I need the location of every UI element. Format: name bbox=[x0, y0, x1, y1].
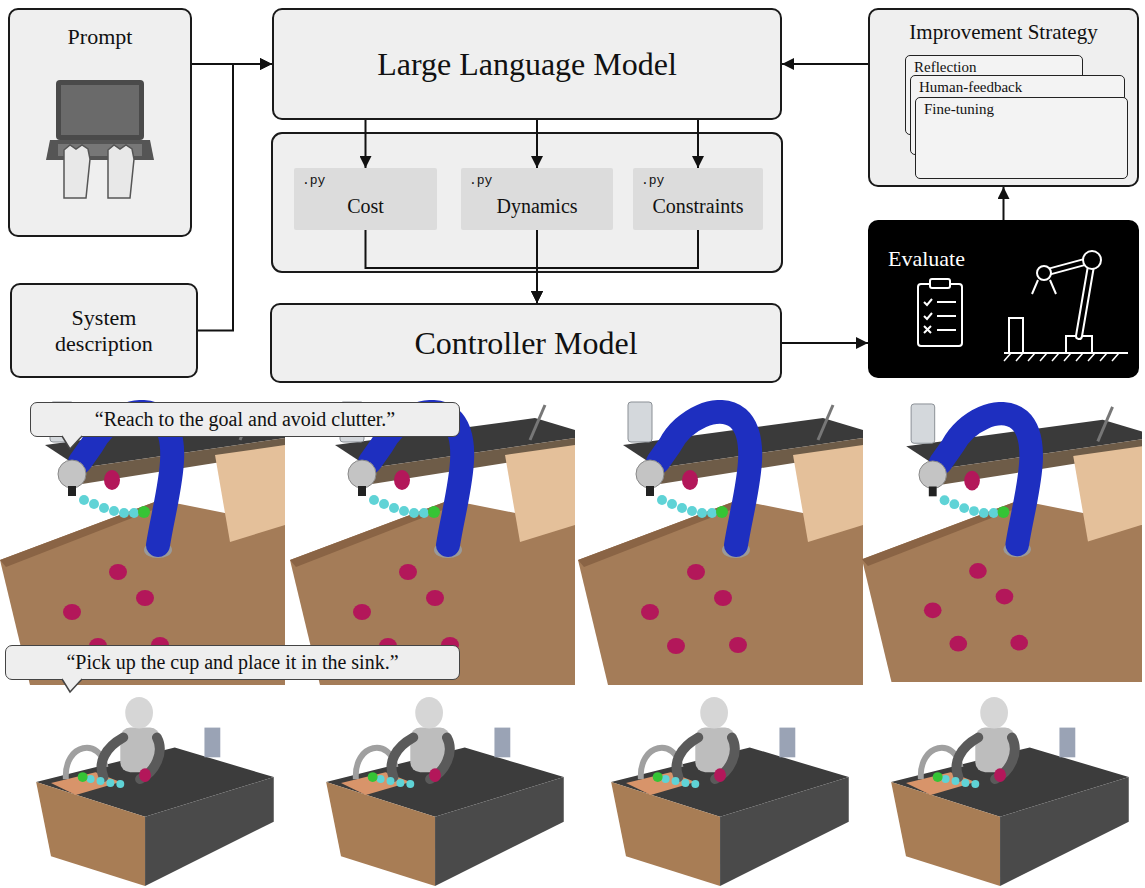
arm-render bbox=[862, 404, 1142, 682]
node-label: Cost bbox=[347, 195, 384, 218]
bubble-tail-gap bbox=[64, 434, 81, 437]
arm-render bbox=[578, 402, 863, 685]
list-line bbox=[937, 329, 956, 331]
pedestal bbox=[1009, 318, 1023, 353]
code-file-box: .pyDynamics bbox=[461, 168, 613, 230]
arm-render bbox=[290, 402, 575, 685]
hand bbox=[64, 145, 90, 198]
bubble-tail-gap bbox=[64, 677, 81, 680]
check-mark bbox=[924, 299, 932, 305]
input-box: System description bbox=[10, 283, 198, 378]
flow-arrow bbox=[782, 342, 868, 344]
flow-arrow bbox=[198, 64, 272, 331]
flow-arrow bbox=[782, 63, 868, 65]
strategy-panel: Improvement StrategyReflectionHuman-feed… bbox=[868, 8, 1139, 187]
humanoid-render bbox=[326, 697, 564, 886]
code-file-box: .pyConstraints bbox=[633, 168, 763, 230]
clipboard bbox=[918, 284, 962, 346]
node-label: Dynamics bbox=[496, 195, 577, 218]
arm-joint bbox=[1037, 266, 1051, 280]
flow-arrow bbox=[365, 120, 367, 168]
file-extension: .py bbox=[641, 174, 664, 189]
ground-hatch bbox=[1004, 353, 1119, 361]
humanoid-render bbox=[891, 697, 1129, 886]
file-extension: .py bbox=[469, 174, 492, 189]
file-extension: .py bbox=[302, 174, 325, 189]
flow-arrow bbox=[697, 120, 699, 168]
node-label: Constraints bbox=[652, 195, 743, 218]
code-file-box: .pyCost bbox=[294, 168, 437, 230]
node-label: System description bbox=[39, 305, 169, 356]
controller-box: Controller Model bbox=[270, 303, 782, 383]
bubble-tail-shape bbox=[62, 679, 82, 692]
arm-render bbox=[0, 402, 285, 685]
strategy-card: Fine-tuning bbox=[915, 97, 1128, 179]
flow-arrow bbox=[366, 230, 538, 303]
input-box: Prompt bbox=[8, 8, 192, 237]
node-label: Fine-tuning bbox=[924, 101, 994, 118]
flow-arrow bbox=[537, 230, 698, 303]
node-label: Controller Model bbox=[414, 325, 637, 362]
laptop-lid bbox=[56, 80, 144, 140]
node-label: “Pick up the cup and place it in the sin… bbox=[66, 651, 398, 674]
speech-bubble: “Pick up the cup and place it in the sin… bbox=[5, 645, 460, 680]
flow-arrow bbox=[536, 120, 538, 168]
code-container bbox=[272, 133, 782, 272]
node-label: Reflection bbox=[914, 59, 976, 76]
speech-bubble: “Reach to the goal and avoid clutter.” bbox=[30, 402, 460, 437]
node-label: Human-feedback bbox=[919, 79, 1022, 96]
arm-gripper bbox=[1032, 280, 1056, 294]
bubble-tail-shape bbox=[62, 436, 82, 449]
cross-mark bbox=[924, 326, 931, 333]
check-mark bbox=[924, 313, 932, 319]
laptop-base bbox=[46, 140, 154, 160]
hand bbox=[108, 145, 134, 198]
laptop-screen bbox=[61, 85, 139, 135]
evaluate-icons bbox=[866, 218, 1137, 376]
humanoid-render bbox=[611, 697, 849, 886]
clipboard-clip bbox=[930, 279, 950, 288]
humanoid-render bbox=[36, 697, 274, 886]
model-box: Large Language Model bbox=[272, 8, 782, 120]
node-label: Evaluate bbox=[888, 246, 965, 271]
node-label: Prompt bbox=[68, 24, 133, 49]
laptop-icon bbox=[46, 80, 154, 198]
list-line bbox=[937, 301, 956, 303]
arm-joint bbox=[1083, 251, 1101, 269]
bubble-tail bbox=[61, 436, 85, 452]
node-label: “Reach to the goal and avoid clutter.” bbox=[95, 408, 395, 431]
node-label: Improvement Strategy bbox=[909, 20, 1097, 44]
bubble-tail bbox=[61, 679, 85, 695]
node-label: Large Language Model bbox=[377, 46, 677, 83]
evaluate-box: Evaluate bbox=[868, 220, 1139, 378]
list-line bbox=[937, 315, 956, 317]
flow-arrow bbox=[1003, 187, 1005, 220]
